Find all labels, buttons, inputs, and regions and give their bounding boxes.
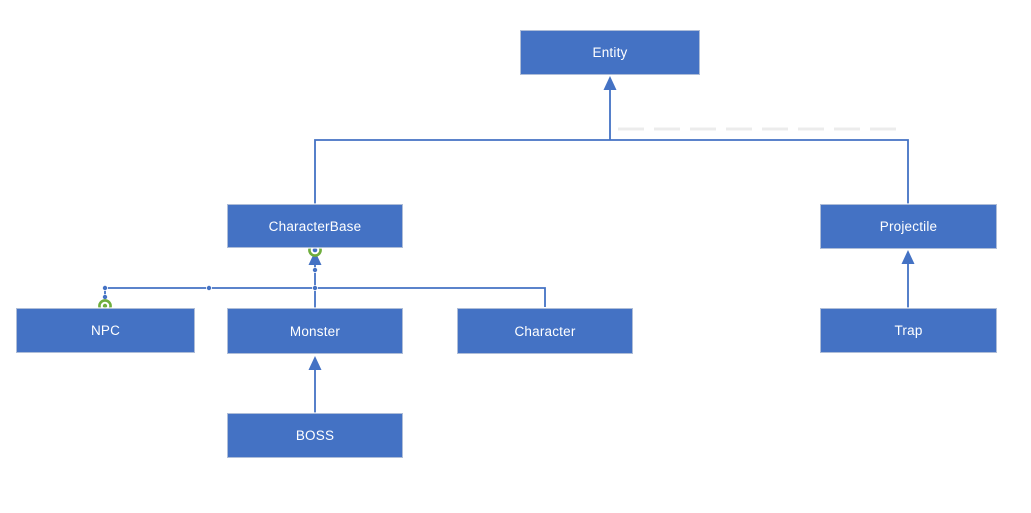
arrowhead-into-characterbase — [308, 251, 322, 265]
connector-midpoint-handle[interactable] — [205, 284, 212, 291]
arrowhead-into-monster — [308, 356, 322, 370]
node-characterbase[interactable]: CharacterBase — [227, 204, 403, 248]
node-label: Trap — [894, 323, 923, 338]
node-monster[interactable]: Monster — [227, 308, 403, 354]
node-label: NPC — [90, 323, 121, 338]
connector-vertex-handle[interactable] — [102, 284, 109, 291]
node-label: BOSS — [295, 428, 335, 443]
connector-boss-monster[interactable] — [308, 356, 322, 413]
connector-rail-entity[interactable] — [314, 139, 909, 204]
node-character[interactable]: Character — [457, 308, 633, 354]
connector-vertex-handle[interactable] — [311, 284, 318, 291]
node-entity[interactable]: Entity — [520, 30, 700, 75]
connector-midpoint-handle[interactable] — [311, 266, 318, 273]
connector-trap-projectile[interactable] — [901, 250, 915, 308]
connector-tree-entity[interactable] — [314, 76, 909, 204]
node-label: Monster — [289, 323, 341, 339]
arrowhead-into-projectile — [901, 250, 915, 264]
connector-rail-characterbase[interactable] — [104, 287, 546, 307]
node-projectile[interactable]: Projectile — [820, 204, 997, 249]
node-label: CharacterBase — [268, 218, 362, 234]
connector-tree-characterbase[interactable] — [104, 251, 546, 308]
node-label: Entity — [592, 45, 628, 60]
node-trap[interactable]: Trap — [820, 308, 997, 353]
connector-midpoint-handle[interactable] — [102, 293, 109, 300]
node-boss[interactable]: BOSS — [227, 413, 403, 458]
node-label: Character — [514, 323, 576, 339]
node-npc[interactable]: NPC — [16, 308, 195, 353]
arrowhead-into-entity — [603, 76, 617, 90]
node-label: Projectile — [879, 219, 938, 234]
